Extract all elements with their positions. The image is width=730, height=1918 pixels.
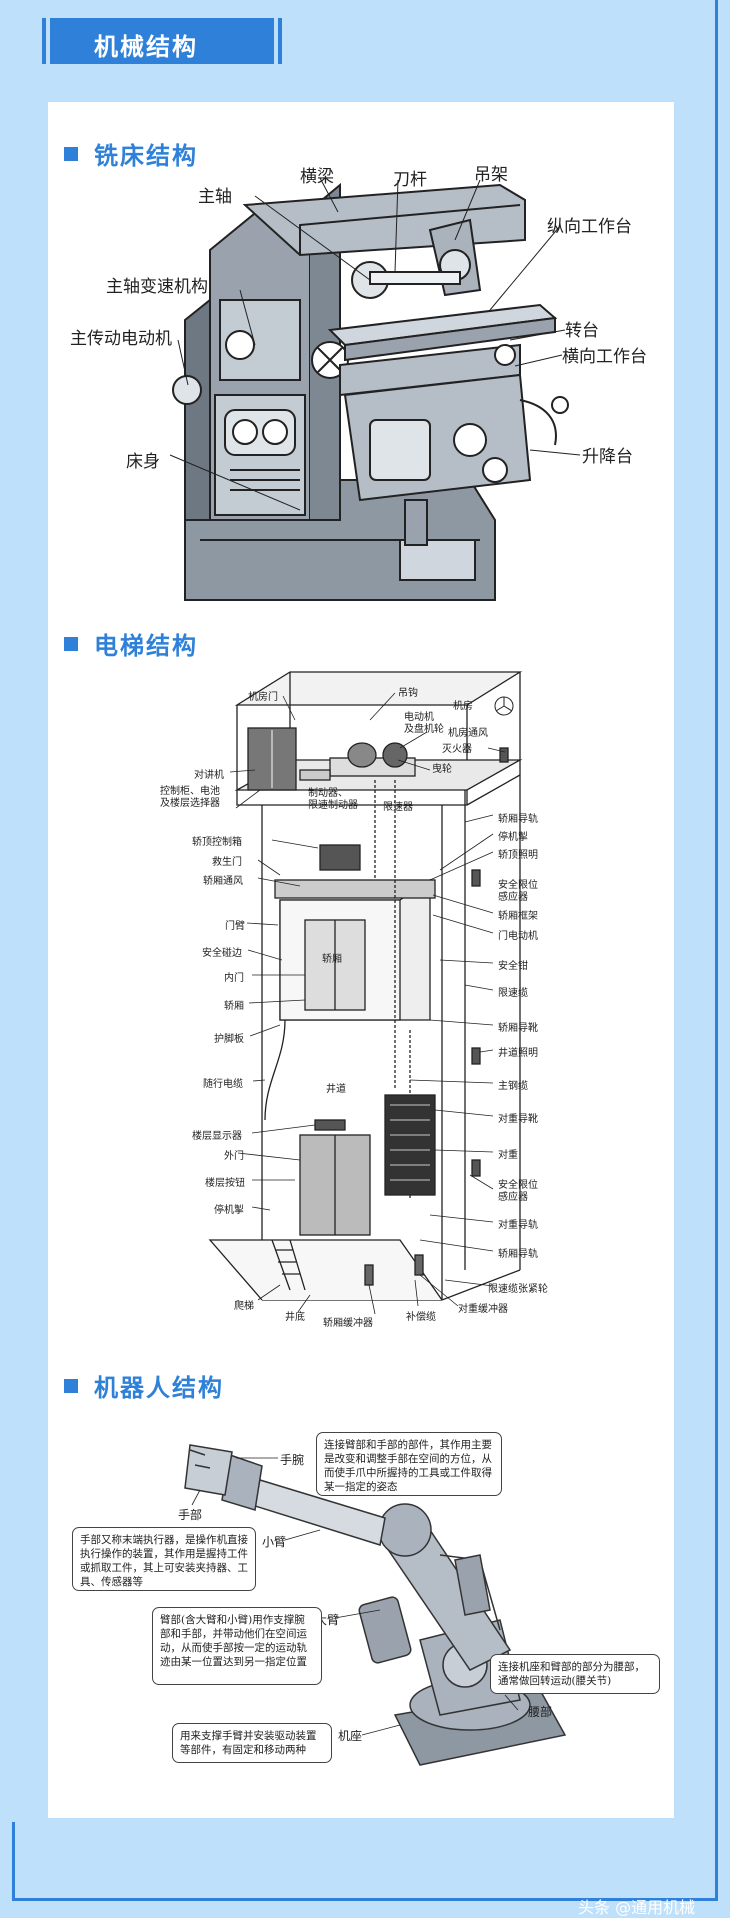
label-rescue-door: 救生门 xyxy=(212,857,242,868)
elevator-section-title: 电梯结构 xyxy=(64,626,198,661)
label-sheave: 曳轮 xyxy=(432,764,452,775)
label-spindle: 主轴 xyxy=(198,187,232,207)
label-car-guide-rail-2: 轿厢导轨 xyxy=(498,1249,538,1260)
watermark: 头条 @通用机械 xyxy=(578,1898,696,1917)
label-toe-guard: 护脚板 xyxy=(214,1034,244,1045)
label-waist: 腰部 xyxy=(528,1705,553,1719)
frame-border-bottom xyxy=(12,1898,718,1901)
label-wrist: 手腕 xyxy=(280,1453,305,1467)
label-machine-room-door: 机房门 xyxy=(248,692,278,703)
label-car: 轿厢 xyxy=(224,1001,244,1012)
bullet-square-icon xyxy=(64,146,78,161)
label-hook: 吊钩 xyxy=(398,688,418,699)
milling-section-title: 铣床结构 xyxy=(64,136,198,171)
label-safety-edge: 安全碰边 xyxy=(202,948,242,959)
label-base: 机座 xyxy=(338,1729,363,1743)
label-cw-buffer: 对重缓冲器 xyxy=(458,1304,508,1315)
label-door-arm: 门臂 xyxy=(225,921,245,932)
label-counterweight: 对重 xyxy=(498,1150,518,1161)
label-swivel: 转台 xyxy=(565,321,599,341)
label-forearm: 小臂 xyxy=(262,1535,287,1549)
header-bar-right xyxy=(278,18,282,64)
label-spindle-gearbox: 主轴变速机构 xyxy=(106,277,208,297)
elevator-title-text: 电梯结构 xyxy=(94,632,198,660)
label-door-motor: 门电动机 xyxy=(498,931,538,942)
label-cw-guide-rail: 对重导轨 xyxy=(498,1220,538,1231)
milling-title-text: 铣床结构 xyxy=(94,142,198,170)
label-car-ventilation: 轿厢通风 xyxy=(203,876,243,887)
label-brake: 制动器、 限速制动器 xyxy=(308,788,358,811)
label-safety-sensor-bottom: 安全限位 感应器 xyxy=(498,1180,538,1203)
label-compensator: 补偿缆 xyxy=(406,1312,436,1323)
label-car-shoe: 轿厢导靴 xyxy=(498,1023,538,1034)
label-cw-shoe: 对重导靴 xyxy=(498,1114,538,1125)
label-car-inner: 轿厢 xyxy=(322,954,342,965)
label-pit: 井底 xyxy=(285,1312,305,1323)
label-bed: 床身 xyxy=(126,452,160,472)
label-shaft: 井道 xyxy=(326,1084,346,1095)
bullet-square-icon xyxy=(64,636,78,651)
label-extinguisher: 灭火器 xyxy=(442,744,472,755)
robot-title-text: 机器人结构 xyxy=(94,1374,224,1402)
label-cross-table: 横向工作台 xyxy=(562,347,647,367)
label-hand: 手部 xyxy=(178,1508,203,1522)
label-shaft-lighting: 井道照明 xyxy=(498,1048,538,1059)
frame-border-right xyxy=(715,0,718,1900)
label-motor: 电动机 及盘机轮 xyxy=(404,712,444,735)
robot-section-title: 机器人结构 xyxy=(64,1368,224,1403)
label-car-top-box: 轿顶控制箱 xyxy=(192,837,242,848)
label-stop-switch-pit: 停机掣 xyxy=(214,1205,244,1216)
label-governor: 限速器 xyxy=(383,802,413,813)
bullet-square-icon xyxy=(64,1378,78,1393)
label-governor-rope: 限速缆 xyxy=(498,988,528,999)
label-floor-button: 楼层按钮 xyxy=(205,1178,245,1189)
label-longitudinal-table: 纵向工作台 xyxy=(547,217,632,237)
note-wrist: 连接臂部和手部的部件，其作用主要是改变和调整手部在空间的方位，从而使手爪中所握持… xyxy=(316,1432,502,1496)
label-main-motor: 主传动电动机 xyxy=(70,329,172,349)
header-bar-left xyxy=(42,18,46,64)
label-car-guide-rail: 轿厢导轨 xyxy=(498,814,538,825)
label-inner-door: 内门 xyxy=(224,973,244,984)
label-main-rope: 主钢缆 xyxy=(498,1081,528,1092)
note-base: 用来支撑手臂并安装驱动装置等部件，有固定和移动两种 xyxy=(172,1723,332,1763)
label-ladder: 爬梯 xyxy=(234,1301,254,1312)
note-waist: 连接机座和臂部的部分为腰部，通常做回转运动(腰关节) xyxy=(490,1654,660,1694)
label-traveling-cable: 随行电缆 xyxy=(203,1079,243,1090)
label-ventilation: 机房通风 xyxy=(448,728,488,739)
label-intercom: 对讲机 xyxy=(194,770,224,781)
note-hand: 手部又称末端执行器，是操作机直接执行操作的装置，其作用是握持工件或抓取工件，其上… xyxy=(72,1527,256,1591)
label-car-frame: 轿厢框架 xyxy=(498,911,538,922)
label-lifting-table: 升降台 xyxy=(582,447,633,467)
label-hanger: 吊架 xyxy=(474,165,508,185)
label-outer-door: 外门 xyxy=(224,1151,244,1162)
header-badge: 机械结构 xyxy=(42,18,282,64)
label-safety-gear: 安全钳 xyxy=(498,961,528,972)
label-arbor: 刀杆 xyxy=(393,170,427,190)
label-tension-sheave: 限速缆张紧轮 xyxy=(488,1284,548,1295)
note-arm: 臂部(含大臂和小臂)用作支撑腕部和手部，并带动他们在空间运动，从而使手部按一定的… xyxy=(152,1607,322,1685)
header-title: 机械结构 xyxy=(94,33,198,61)
label-floor-indicator: 楼层显示器 xyxy=(192,1131,242,1142)
label-stop-switch: 停机掣 xyxy=(498,832,528,843)
label-control-cabinet: 控制柜、电池 及楼层选择器 xyxy=(160,786,220,809)
label-top-lighting: 轿顶照明 xyxy=(498,850,538,861)
frame-border-left xyxy=(12,1822,15,1900)
label-machine-room: 机房 xyxy=(453,701,473,712)
label-safety-sensor-top: 安全限位 感应器 xyxy=(498,880,538,903)
label-car-buffer: 轿厢缓冲器 xyxy=(323,1318,373,1329)
label-crossbeam: 横梁 xyxy=(300,167,334,187)
